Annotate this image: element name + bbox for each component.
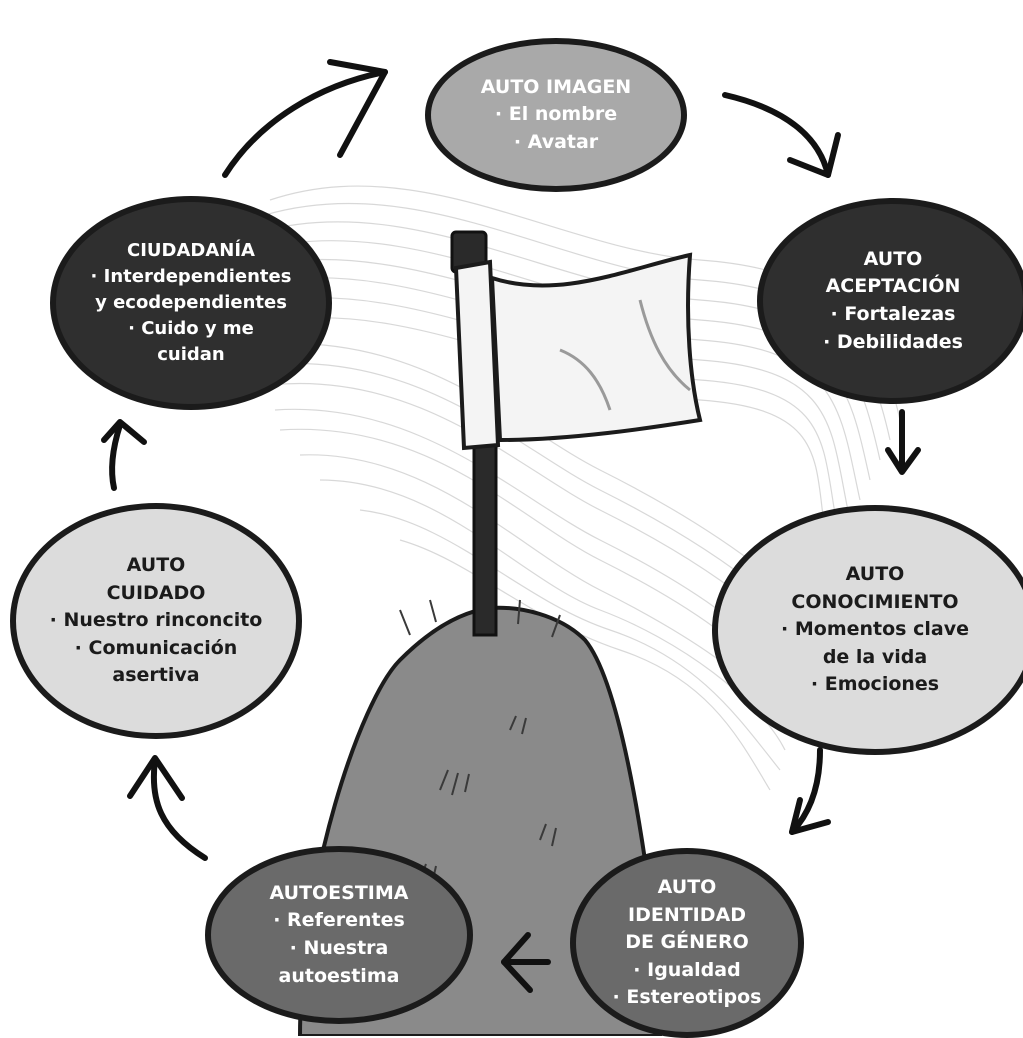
arrow-conocimiento-to-identidad <box>789 747 823 835</box>
node-item: · Debilidades <box>823 330 963 353</box>
node-item: · Fortalezas <box>830 303 956 325</box>
flag-pole <box>450 230 501 637</box>
node-item: asertiva <box>112 664 200 687</box>
node-auto-conocimiento: AUTO CONOCIMIENTO · Momentos clave de la… <box>712 505 1023 755</box>
node-item: · Estereotipos <box>612 986 762 1009</box>
node-item: · Avatar <box>513 130 599 153</box>
cycle-arrows <box>101 59 921 993</box>
node-title: DE GÉNERO <box>625 931 749 954</box>
node-item: y ecodependientes <box>95 291 287 313</box>
node-item: · Emociones <box>810 673 940 696</box>
arrow-ciudadania-to-imagen <box>222 69 388 178</box>
node-auto-cuidado: AUTO CUIDADO · Nuestro rinconcito · Comu… <box>10 503 302 739</box>
arrowhead-to-aceptacion <box>787 132 841 178</box>
flag-cloth <box>489 252 703 443</box>
node-item: · Nuestro rinconcito <box>49 609 263 632</box>
node-item: · Igualdad <box>633 958 741 981</box>
node-item: · Interdependientes <box>90 265 292 287</box>
node-title: CUIDADO <box>106 581 206 604</box>
arrow-autoestima-to-cuidado <box>150 757 208 861</box>
node-title: AUTO <box>657 876 717 899</box>
node-item: · Nuestra <box>289 937 389 959</box>
node-title: CIUDADANÍA <box>127 239 255 261</box>
node-auto-identidad: AUTO IDENTIDAD DE GÉNERO · Igualdad · Es… <box>570 848 804 1038</box>
node-autoestima: AUTOESTIMA · Referentes · Nuestra autoes… <box>205 846 473 1024</box>
node-title: ACEPTACIÓN <box>825 275 961 298</box>
node-item: de la vida <box>822 645 928 668</box>
node-title: AUTO <box>845 563 905 586</box>
arrow-cuidado-to-ciudadania <box>109 422 123 491</box>
node-title: AUTO <box>126 554 186 577</box>
arrowhead-to-autoestima <box>501 932 533 993</box>
arrowhead-to-conocimiento <box>885 447 921 475</box>
arrow-imagen-to-aceptacion <box>722 92 831 178</box>
arrowhead-to-imagen <box>327 59 388 158</box>
node-item: · Momentos clave <box>781 618 969 641</box>
node-item: autoestima <box>278 964 400 987</box>
node-title: AUTO <box>863 247 923 270</box>
node-item: · Referentes <box>273 909 405 932</box>
node-item: cuidan <box>157 344 225 366</box>
node-title: AUTO IMAGEN <box>480 75 632 98</box>
node-auto-aceptacion: AUTO ACEPTACIÓN · Fortalezas · Debilidad… <box>757 198 1023 404</box>
node-item: · El nombre <box>494 103 618 126</box>
arrowhead-to-identidad <box>789 797 831 835</box>
node-title: CONOCIMIENTO <box>791 590 959 613</box>
node-item: · Comunicación <box>74 636 238 659</box>
node-title: AUTOESTIMA <box>269 881 409 904</box>
node-item: · Cuido y me <box>128 318 254 340</box>
node-title: IDENTIDAD <box>628 903 746 926</box>
node-ciudadania: CIUDADANÍA · Interdependientes y ecodepe… <box>50 196 332 410</box>
arrowhead-to-ciudadania <box>101 419 147 445</box>
node-auto-imagen: AUTO IMAGEN · El nombre · Avatar <box>425 38 687 192</box>
arrowhead-to-cuidado <box>127 755 185 801</box>
